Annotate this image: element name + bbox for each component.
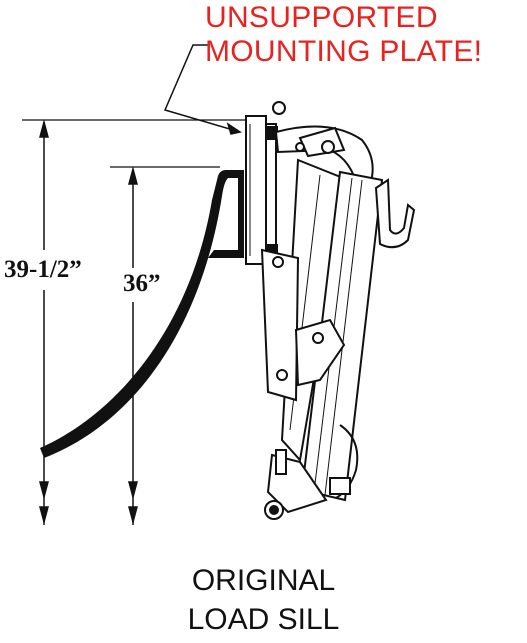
overall-height-dimension-line bbox=[39, 119, 49, 525]
pivot-bracket bbox=[274, 125, 374, 192]
warning-text-line-2: MOUNTING PLATE! bbox=[205, 35, 483, 68]
warning-text-line-1: UNSUPPORTED bbox=[205, 1, 438, 34]
hook-bracket bbox=[374, 178, 416, 249]
overall-height-label: 39-1/2” bbox=[2, 254, 84, 286]
lower-linkage bbox=[260, 248, 346, 402]
sill-height-dimension-line bbox=[128, 166, 138, 525]
bottom-foot bbox=[264, 449, 351, 520]
warning-leader-line bbox=[163, 44, 242, 135]
caption-line-2: LOAD SILL bbox=[187, 603, 340, 636]
sill-height-label: 36” bbox=[120, 268, 164, 300]
extension-lines bbox=[22, 119, 245, 168]
lift-column bbox=[300, 170, 384, 502]
caption-line-1: ORIGINAL bbox=[191, 564, 336, 597]
load-sill-outline bbox=[40, 170, 244, 458]
